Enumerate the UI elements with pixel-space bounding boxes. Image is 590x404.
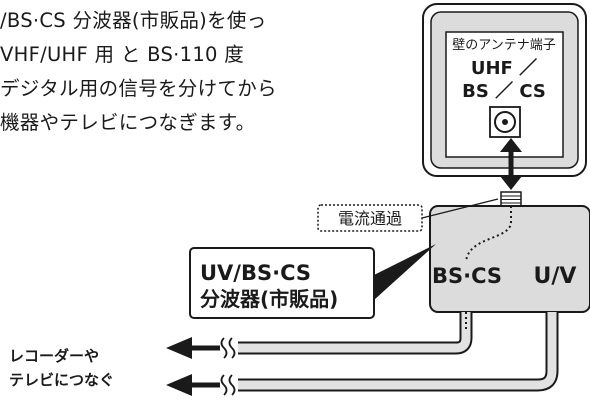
wall-antenna-outlet: 壁のアンテナ端子 UHF ／ BS ／ CS <box>422 3 587 177</box>
intro-line-2: VHF/UHF 用 と BS·110 度 <box>0 43 245 66</box>
current-path <box>465 206 512 263</box>
double-arrow-icon <box>500 138 522 190</box>
output-arrow-icon <box>166 337 220 396</box>
intro-line-3: デジタル用の信号を分けてから <box>0 77 277 100</box>
wall-outlet-title: 壁のアンテナ端子 <box>452 38 555 53</box>
current-label-leader <box>421 198 499 219</box>
splitter-callout-line-2: 分波器(市販品) <box>200 287 338 311</box>
callout-pointer <box>374 244 436 300</box>
current-label: 電流通過 <box>338 209 402 228</box>
intro-line-1: /BS·CS 分波器(市販品)を使っ <box>0 9 267 32</box>
destination-line-2: テレビにつなぐ <box>9 371 114 389</box>
destination-line-1: レコーダーや <box>9 347 99 365</box>
splitter-connector <box>500 191 522 207</box>
port-label-uv: U/V <box>534 264 577 289</box>
splitter-callout <box>189 247 375 319</box>
cable-break-marks <box>217 336 238 397</box>
wall-outlet-uhf: UHF ／ <box>471 58 537 79</box>
splitter-callout-line-1: UV/BS·CS <box>200 261 311 285</box>
wall-outlet-bscs: BS ／ CS <box>462 81 546 102</box>
intro-line-4: 機器やテレビにつなぎます。 <box>0 111 256 134</box>
port-label-bscs: BS·CS <box>432 264 502 288</box>
